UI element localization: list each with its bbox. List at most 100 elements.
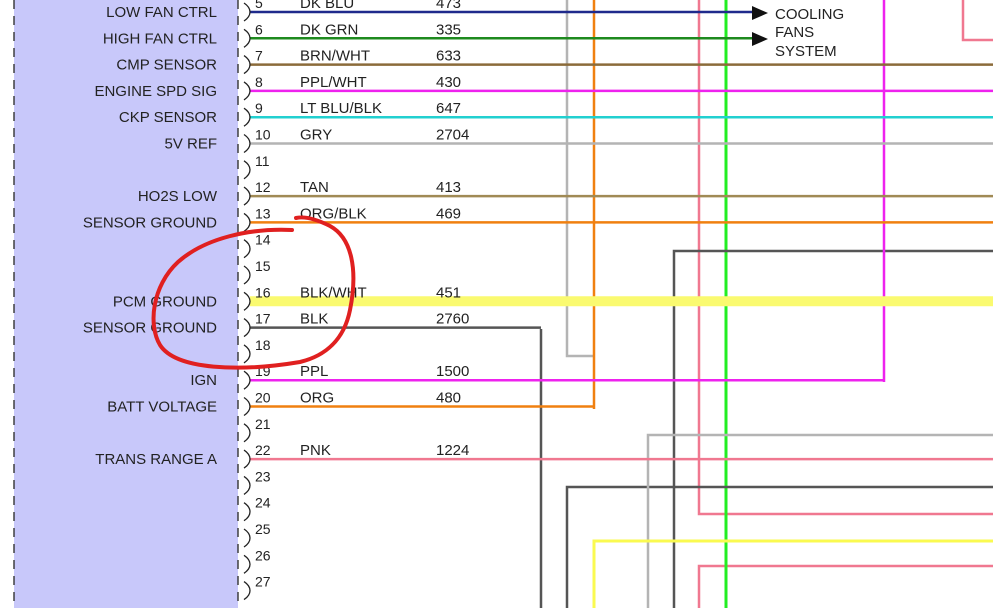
circuit-function-label: LOW FAN CTRL	[106, 4, 217, 21]
connector-row-pin-27: 27	[243, 574, 271, 601]
connector-row-pin-5: 5 LOW FAN CTRL DK BLU 473	[106, 0, 760, 22]
circuit-number-label: 430	[436, 74, 461, 91]
pin-number: 5	[255, 0, 263, 11]
yellow-run	[592, 539, 993, 608]
terminal-bracket-icon	[243, 291, 251, 311]
circuit-number-label: 1500	[436, 363, 469, 380]
circuit-function-label: ENGINE SPD SIG	[94, 83, 217, 100]
connector-row-pin-14: 14	[243, 232, 271, 259]
circuit-function-label: CKP SENSOR	[119, 109, 217, 126]
pin-number: 26	[255, 547, 271, 563]
terminal-bracket-icon	[243, 475, 251, 495]
terminal-bracket-icon	[243, 239, 251, 259]
circuit-number-label: 413	[436, 179, 461, 196]
terminal-bracket-icon	[243, 160, 251, 180]
connector-row-pin-18: 18	[243, 337, 271, 364]
circuit-function-label: IGN	[190, 372, 217, 389]
wire-color-label: BLK/WHT	[300, 284, 367, 301]
terminal-bracket-icon	[243, 370, 251, 390]
pin-number: 27	[255, 574, 271, 590]
circuit-function-label: HO2S LOW	[138, 188, 218, 205]
pin-number: 8	[255, 74, 263, 90]
pin-number: 20	[255, 390, 271, 406]
pcm-connector-body	[14, 0, 238, 608]
connector-row-pin-23: 23	[243, 468, 271, 495]
pin-number: 22	[255, 442, 271, 458]
wire-color-label: PPL	[300, 363, 328, 380]
circuit-number-label: 2760	[436, 311, 469, 328]
cooling-fans-callout: COOLING FANS SYSTEM	[752, 6, 844, 60]
connector-row-pin-24: 24	[243, 495, 271, 522]
arrow-low-fan-icon	[752, 6, 768, 20]
pin-number: 25	[255, 521, 271, 537]
darkgray-run-a	[672, 249, 993, 608]
terminal-bracket-icon	[243, 318, 251, 338]
circuit-number-label: 335	[436, 21, 461, 38]
pin-number: 10	[255, 127, 271, 143]
circuit-function-label: HIGH FAN CTRL	[103, 30, 217, 47]
terminal-bracket-icon	[243, 396, 251, 417]
circuit-function-label: CMP SENSOR	[116, 57, 217, 74]
terminal-bracket-icon	[243, 107, 251, 127]
wire-color-label: ORG	[300, 390, 334, 407]
circuit-number-label: 480	[436, 390, 461, 407]
pin-number: 13	[255, 205, 271, 221]
wire-color-label: LT BLU/BLK	[300, 100, 382, 117]
lightgray-run	[646, 433, 993, 608]
circuit-number-label: 633	[436, 48, 461, 65]
terminal-bracket-icon	[243, 28, 251, 48]
wire-color-label: DK BLU	[300, 0, 354, 12]
pin-number: 21	[255, 416, 271, 432]
pin-number: 9	[255, 100, 263, 116]
connector-row-pin-21: 21	[243, 416, 271, 443]
cooling-fans-line-2: FANS	[775, 24, 814, 41]
wire-color-label: PNK	[300, 442, 331, 459]
wire-color-label: PPL/WHT	[300, 74, 367, 91]
circuit-number-label: 473	[436, 0, 461, 12]
circuit-number-label: 451	[436, 284, 461, 301]
darkgray-run-b	[565, 485, 993, 608]
terminal-bracket-icon	[243, 502, 251, 522]
pin-number: 6	[255, 21, 263, 37]
circuit-function-label: PCM GROUND	[113, 293, 217, 310]
pink-trace-top-right	[961, 0, 993, 42]
terminal-bracket-icon	[243, 186, 251, 206]
pin-number: 18	[255, 337, 271, 353]
pin-number: 7	[255, 48, 263, 64]
terminal-bracket-icon	[243, 2, 251, 22]
wire-color-label: ORG/BLK	[300, 205, 367, 222]
connector-row-pin-25: 25	[243, 521, 271, 548]
pin-number: 11	[255, 153, 270, 169]
circuit-number-label: 647	[436, 100, 461, 117]
wire-color-label: GRY	[300, 127, 332, 144]
terminal-bracket-icon	[243, 528, 251, 548]
terminal-bracket-icon	[243, 554, 251, 574]
terminal-bracket-icon	[243, 81, 251, 101]
circuit-number-label: 1224	[436, 442, 469, 459]
cooling-fans-line-1: COOLING	[775, 6, 844, 23]
terminal-bracket-icon	[243, 265, 251, 285]
circuit-function-label: 5V REF	[164, 136, 217, 153]
pin-number: 15	[255, 258, 271, 274]
cooling-fans-line-3: SYSTEM	[775, 43, 837, 60]
circuit-number-label: 2704	[436, 127, 469, 144]
terminal-bracket-icon	[243, 55, 251, 75]
terminal-bracket-icon	[243, 212, 251, 232]
circuit-function-label: SENSOR GROUND	[83, 214, 217, 231]
terminal-bracket-icon	[243, 449, 251, 469]
wire-color-label: TAN	[300, 179, 329, 196]
pink-trace-right	[697, 0, 993, 516]
wire-color-label: BRN/WHT	[300, 48, 370, 65]
terminal-bracket-icon	[243, 581, 251, 601]
arrow-high-fan-icon	[752, 32, 768, 46]
wire-color-label: DK GRN	[300, 21, 358, 38]
pin-number: 14	[255, 232, 271, 248]
